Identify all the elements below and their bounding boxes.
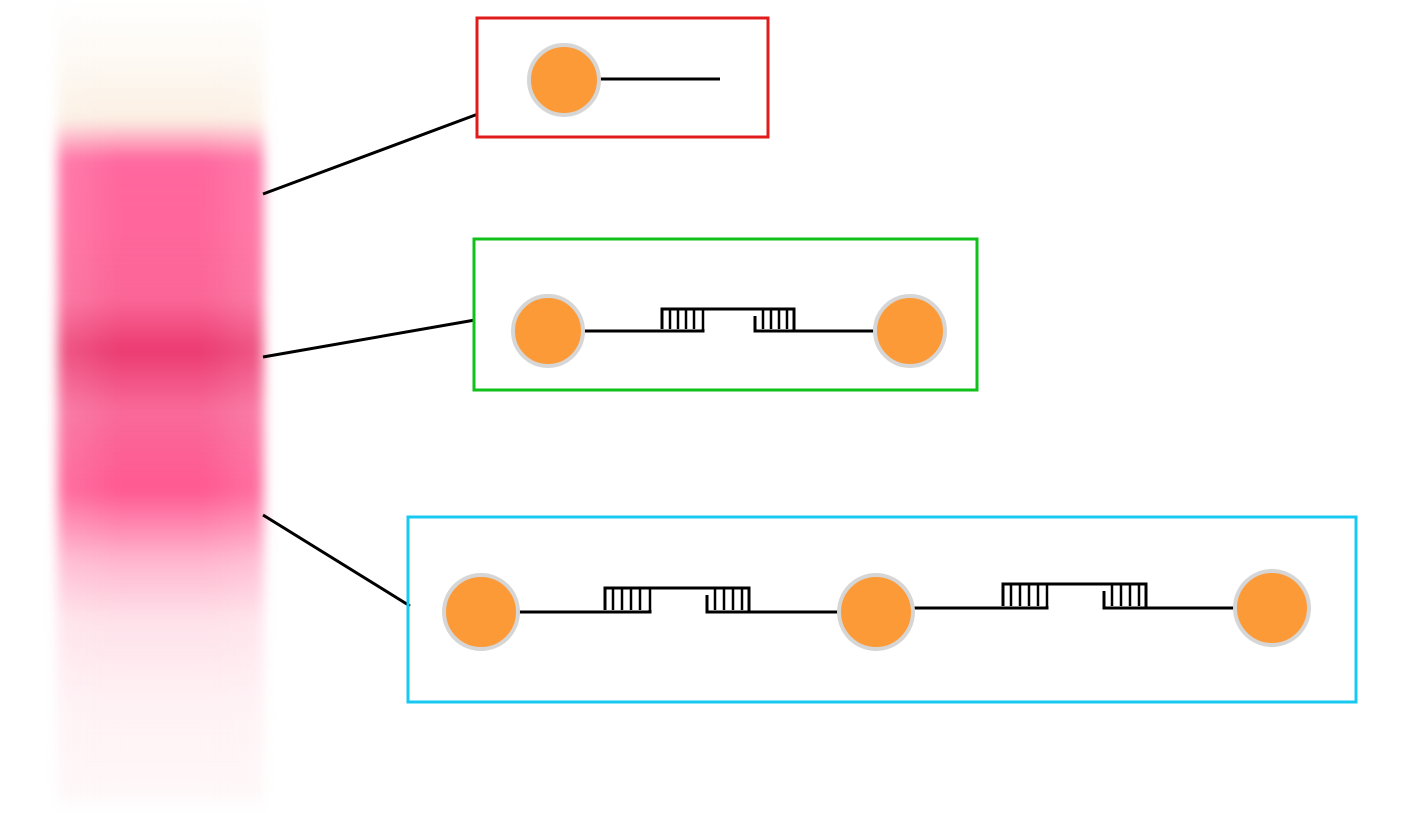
trimer-linker-1-left	[516, 610, 652, 614]
monomer-box-frame	[475, 16, 770, 139]
dimer-pairing-ticks-left	[668, 309, 705, 329]
trimer-linker-2-bridge	[1001, 582, 1238, 610]
trimer-linker-1-right-step	[705, 595, 749, 614]
gel-lane-highlight	[58, 0, 263, 813]
trimer-pairing-ticks-1b	[713, 588, 744, 610]
dimer-unit-left	[511, 294, 585, 368]
leader-line-dimer	[262, 318, 476, 359]
leader-line-monomer	[262, 112, 479, 196]
trimer-unit-2	[837, 573, 915, 651]
dimer-box	[472, 237, 979, 392]
trimer-pairing-ticks-1a	[611, 588, 652, 610]
trimer-box-frame	[406, 515, 1358, 704]
dimer-unit-right	[873, 294, 947, 368]
trimer-linker-2-right-step	[1102, 591, 1146, 610]
monomer-unit	[527, 43, 601, 117]
gel-lane	[58, 0, 263, 813]
dimer-box-frame	[472, 237, 979, 392]
trimer-unit-3	[1233, 569, 1311, 647]
trimer-linker-1-bridge	[603, 586, 840, 614]
leader-line-trimer	[262, 513, 411, 608]
dimer-linker-bridge	[660, 307, 877, 333]
dimer-linker	[580, 329, 705, 333]
trimer-linker-2-left	[912, 606, 1049, 610]
trimer-pairing-ticks-2b	[1110, 584, 1141, 606]
trimer-unit-1	[442, 573, 520, 651]
dimer-linker-right-step	[753, 316, 794, 333]
monomer-box	[475, 16, 770, 139]
dimer-pairing-ticks-right	[761, 309, 789, 329]
trimer-box	[406, 515, 1358, 704]
trimer-pairing-ticks-2a	[1009, 584, 1049, 606]
